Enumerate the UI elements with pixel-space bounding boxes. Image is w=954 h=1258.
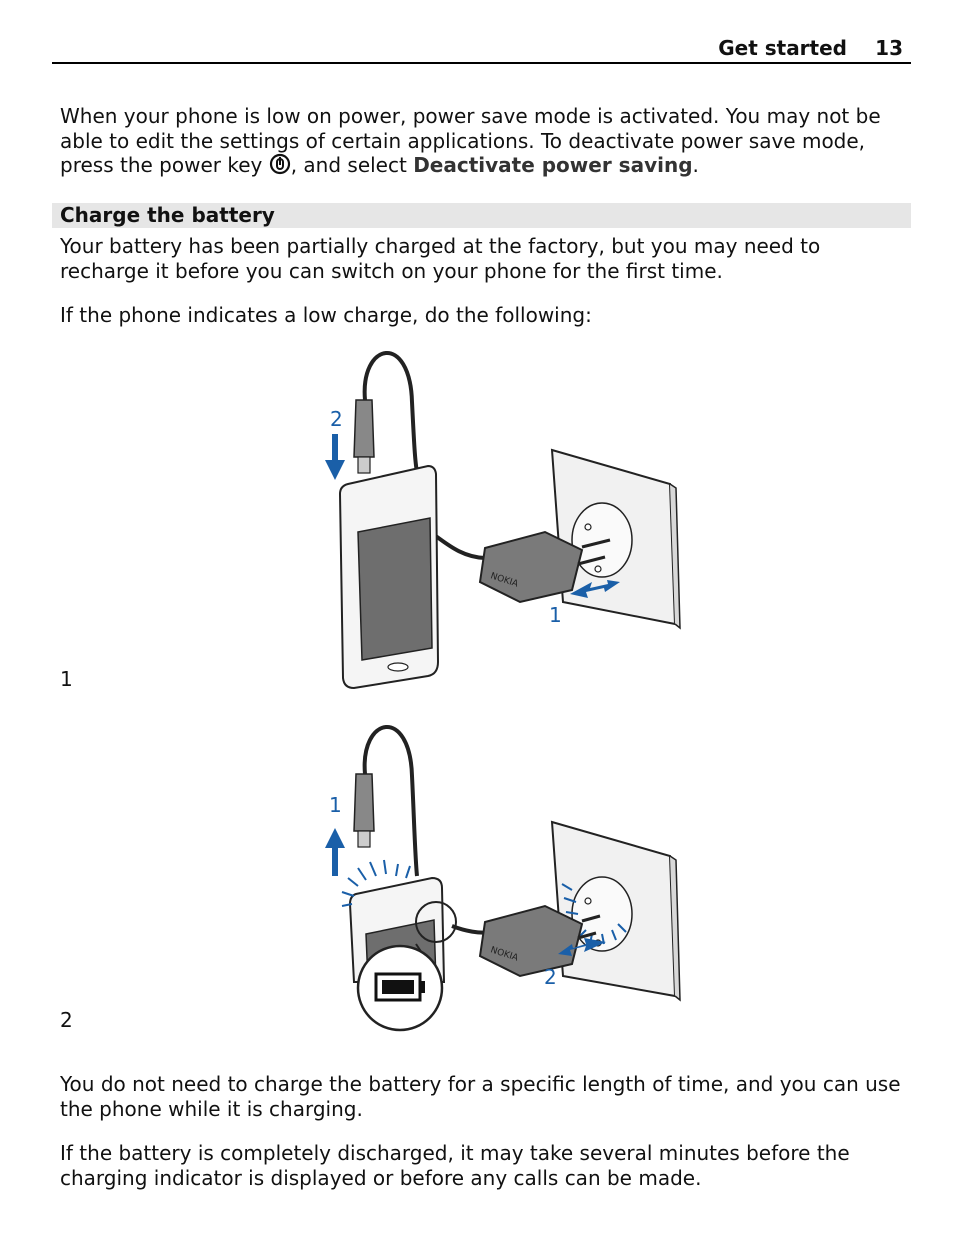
charger: NOKIA [478, 530, 611, 604]
callout-number: 1 [549, 603, 562, 627]
step-number: 1 [60, 667, 73, 691]
intro-paragraph: When your phone is low on power, power s… [60, 104, 910, 178]
callout-number: 1 [329, 793, 342, 817]
section-title: Charge the battery [60, 203, 275, 227]
phone [338, 464, 440, 690]
power-key-icon [269, 153, 290, 175]
intro-text-mid: , and select [290, 153, 414, 177]
header-section-title: Get started [718, 36, 847, 60]
charging-connect-illustration: NOKIA 2 1 [325, 351, 681, 690]
deactivate-option: Deactivate power saving [413, 153, 693, 177]
arrow-up-icon [325, 828, 345, 876]
usb-plug [353, 773, 375, 848]
page-number: 13 [875, 36, 903, 60]
callout-number: 2 [544, 965, 557, 989]
charger: NOKIA [478, 904, 601, 978]
phone-glow [341, 859, 411, 907]
footer-paragraph-1: You do not need to charge the battery fo… [60, 1072, 901, 1121]
arrow-left-icon [558, 938, 606, 956]
intro-text-end: . [692, 153, 699, 177]
intro-text: When your phone is low on power, power s… [60, 104, 881, 177]
section-paragraph-1: Your battery has been partially charged … [60, 234, 821, 283]
footer-paragraph-2: If the battery is completely discharged,… [60, 1141, 850, 1190]
usb-plug [353, 399, 375, 474]
arrow-right-icon [570, 580, 620, 598]
page-header: Get started 13 [52, 36, 911, 64]
magnifier-ring [415, 901, 457, 943]
callout-number: 2 [330, 407, 343, 431]
section-paragraph-2: If the phone indicates a low charge, do … [60, 303, 592, 327]
battery-full-icon [374, 972, 425, 1002]
step-number: 2 [60, 1008, 73, 1032]
section-heading-bar: Charge the battery [52, 203, 911, 228]
charging-disconnect-illustration: NOKIA 1 2 [325, 725, 681, 1032]
wall-socket [550, 448, 681, 630]
arrow-down-icon [325, 434, 345, 480]
wall-socket [550, 820, 681, 1002]
